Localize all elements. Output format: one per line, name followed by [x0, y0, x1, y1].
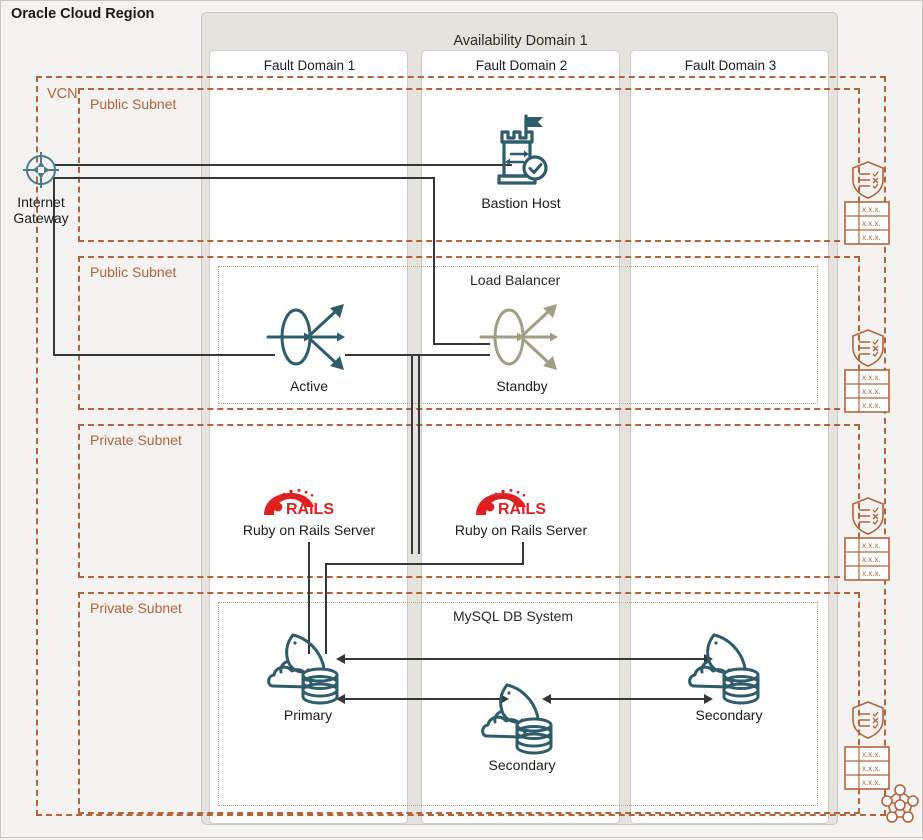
vcn-label: VCN [47, 86, 78, 102]
svg-text:x.x.x.: x.x.x. [862, 233, 881, 242]
mysql-db-icon [476, 680, 568, 756]
rails-wordmark: RAILS [286, 501, 334, 518]
vcn-boundary [36, 76, 886, 816]
fault-domain-2-column: Fault Domain 2 [421, 50, 620, 824]
svg-text:x.x.x.: x.x.x. [862, 373, 881, 382]
wire-standby-entry [433, 343, 490, 345]
internet-gateway-label-line2: Gateway [13, 210, 69, 227]
db-primary-label: Primary [283, 707, 333, 723]
db-secondary-fd2-label: Secondary [488, 757, 556, 773]
svg-text:x.x.x.: x.x.x. [862, 401, 881, 410]
rails-server-fd1-node[interactable]: RAILS Ruby on Rails Server [229, 488, 389, 538]
wire-primary-secondary3 [345, 658, 704, 660]
load-balancer-icon [467, 298, 577, 376]
internet-gateway-label-line1: Internet [17, 194, 65, 210]
db-secondary-fd2-node[interactable]: Secondary [476, 680, 568, 773]
fault-domain-2-title: Fault Domain 2 [475, 58, 568, 73]
load-balancer-standby-node[interactable]: Standby [467, 298, 577, 394]
load-balancer-active-node[interactable]: Active [254, 298, 364, 394]
internet-gateway-icon [6, 148, 76, 192]
rails-server-fd2-node[interactable]: RAILS Ruby on Rails Server [441, 488, 601, 538]
public-subnet-2-label: Public Subnet [90, 264, 177, 280]
db-secondary-fd3-label: Secondary [695, 707, 763, 723]
wire-secondary2-secondary3 [551, 698, 704, 700]
route-table-4: x.x.x. x.x.x. x.x.x. [843, 745, 891, 796]
svg-text:x.x.x.: x.x.x. [862, 555, 881, 564]
wire-active-to-standby [345, 354, 490, 356]
wire-lb-down-b [418, 355, 420, 554]
arrowhead-left-primary-lower [336, 694, 345, 704]
availability-domain-title: Availability Domain 1 [453, 33, 588, 49]
bastion-host-node[interactable]: Bastion Host [456, 112, 586, 211]
private-subnet-2-boundary [78, 592, 860, 814]
svg-text:x.x.x.: x.x.x. [862, 569, 881, 578]
rails-logo-icon: RAILS [441, 488, 601, 520]
svg-text:x.x.x.: x.x.x. [862, 205, 881, 214]
svg-text:x.x.x.: x.x.x. [862, 764, 881, 773]
private-subnet-2-label: Private Subnet [90, 600, 182, 616]
network-mesh-icon [880, 783, 920, 832]
route-table-3: x.x.x. x.x.x. x.x.x. [843, 536, 891, 587]
arrowhead-right-secondary3-lower [704, 694, 713, 704]
rails-server-fd1-label: Ruby on Rails Server [242, 522, 376, 538]
mysql-db-icon [262, 630, 354, 706]
load-balancer-active-label: Active [289, 378, 329, 394]
wire-igw-to-standby-v [433, 177, 435, 344]
rails-wordmark: RAILS [498, 501, 546, 518]
public-subnet-1-label: Public Subnet [90, 96, 177, 112]
wire-rails2-down [522, 542, 524, 564]
mysql-db-system-group [218, 602, 818, 806]
wire-rails2-left [325, 563, 524, 565]
bastion-host-icon [456, 112, 586, 192]
load-balancer-icon [254, 298, 364, 376]
svg-text:x.x.x.: x.x.x. [862, 387, 881, 396]
svg-text:x.x.x.: x.x.x. [862, 541, 881, 550]
wire-igw-to-bastion [55, 164, 512, 166]
security-list-3 [850, 496, 886, 541]
rails-server-fd2-label: Ruby on Rails Server [454, 522, 588, 538]
load-balancer-group-title: Load Balancer [470, 272, 561, 288]
mysql-db-system-group-title: MySQL DB System [453, 608, 574, 624]
security-list-1 [850, 160, 886, 205]
internet-gateway-node[interactable]: Internet Gateway [6, 148, 76, 226]
wire-rails1-to-primary [308, 542, 310, 654]
wire-igw-down [53, 177, 55, 355]
db-primary-node[interactable]: Primary [262, 630, 354, 723]
rails-logo-icon: RAILS [229, 488, 389, 520]
arrowhead-right-secondary2 [500, 694, 509, 704]
wire-rails2-to-primary [325, 563, 327, 654]
load-balancer-standby-label: Standby [496, 378, 548, 394]
route-table-2: x.x.x. x.x.x. x.x.x. [843, 368, 891, 419]
arrowhead-left-primary-upper [336, 654, 345, 664]
region-title: Oracle Cloud Region [11, 6, 155, 22]
route-table-1: x.x.x. x.x.x. x.x.x. [843, 200, 891, 251]
bastion-host-label: Bastion Host [481, 195, 561, 211]
wire-primary-secondary2 [345, 698, 500, 700]
svg-text:x.x.x.: x.x.x. [862, 219, 881, 228]
svg-text:x.x.x.: x.x.x. [862, 750, 881, 759]
load-balancer-group [218, 266, 818, 404]
fault-domain-3-title: Fault Domain 3 [684, 58, 777, 73]
db-secondary-fd3-node[interactable]: Secondary [683, 630, 775, 723]
wire-igw-to-standby-h [55, 177, 435, 179]
arrowhead-left-secondary2 [542, 694, 551, 704]
fault-domain-1-title: Fault Domain 1 [263, 58, 356, 73]
wire-igw-to-active [53, 354, 275, 356]
security-list-4 [850, 700, 886, 745]
svg-text:x.x.x.: x.x.x. [862, 778, 881, 787]
mysql-db-icon [683, 630, 775, 706]
private-subnet-1-label: Private Subnet [90, 432, 182, 448]
wire-lb-down-a [411, 355, 413, 554]
security-list-2 [850, 328, 886, 373]
